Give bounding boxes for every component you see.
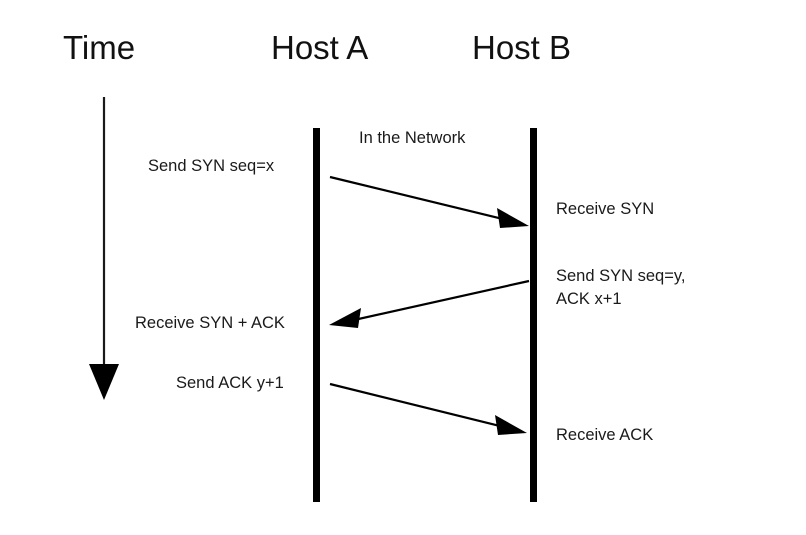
send-ack-label: Send ACK y+1 — [176, 374, 284, 392]
message-arrow-3 — [329, 382, 527, 435]
message-arrow-2 — [329, 279, 530, 328]
receive-syn-label: Receive SYN — [556, 200, 655, 218]
send-syn-ack-label: Send SYN seq=y, ACK x+1 — [556, 265, 685, 311]
send-syn-ack-line2: ACK x+1 — [556, 290, 622, 308]
host-b-title: Host B — [472, 29, 572, 66]
send-syn-label: Send SYN seq=x — [148, 157, 275, 175]
in-the-network-label: In the Network — [359, 129, 466, 147]
message-arrow-1-shaft — [329, 175, 516, 224]
host-a-lifeline — [313, 128, 320, 502]
message-arrow-3-head — [495, 415, 527, 435]
send-syn-ack-line1: Send SYN seq=y, — [556, 267, 686, 285]
message-arrow-2-shaft — [344, 279, 530, 324]
message-arrow-3-shaft — [329, 382, 513, 431]
message-arrow-1-head — [497, 208, 529, 228]
time-arrow — [89, 97, 119, 400]
host-b-lifeline — [530, 128, 537, 502]
receive-ack-label: Receive ACK — [556, 426, 654, 444]
host-a-title: Host A — [271, 29, 369, 66]
time-axis-title: Time — [63, 29, 136, 66]
message-arrow-1 — [329, 175, 529, 228]
message-arrow-2-head — [329, 308, 361, 328]
receive-syn-ack-label: Receive SYN + ACK — [135, 314, 285, 332]
time-arrow-head — [89, 364, 119, 400]
